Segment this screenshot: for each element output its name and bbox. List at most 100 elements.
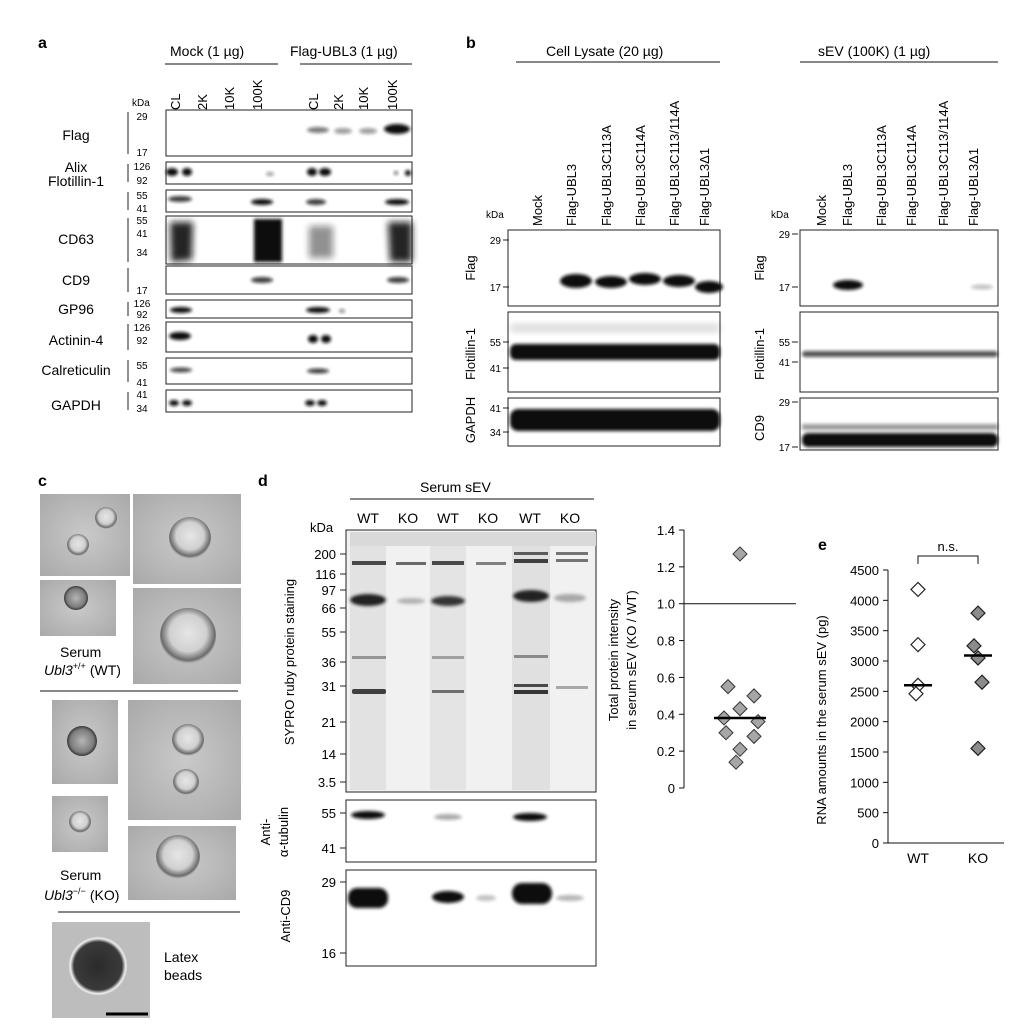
- panel-c-latex-line1: Latex: [164, 949, 198, 965]
- band-smear: [309, 226, 333, 258]
- band: [308, 335, 318, 343]
- kda-marker: 126: [134, 323, 151, 334]
- kda-marker: 31: [322, 679, 336, 694]
- band: [595, 276, 627, 288]
- em-vesicle: [95, 507, 117, 529]
- lane-label: 10K: [222, 87, 237, 110]
- y-tick-label: 1.4: [657, 523, 675, 538]
- panel-d-kda: kDa: [310, 520, 334, 535]
- chart-d-ylabel-1: Total protein intensity: [606, 598, 621, 721]
- lane-label: KO: [478, 510, 498, 526]
- panel-c-wt-sup: +/+: [73, 661, 86, 671]
- kda-marker: 200: [314, 547, 336, 562]
- band: [394, 171, 398, 175]
- em-vesicle: [173, 769, 199, 795]
- data-point: [966, 637, 982, 654]
- blot-row: [165, 321, 413, 353]
- lane-label: Flag-UBL3C113A: [874, 125, 889, 226]
- blot-row-label: Calreticulin: [41, 362, 110, 378]
- blot-row-label: Flag: [463, 255, 478, 280]
- panel-b: Cell Lysate (20 µg) sEV (100K) (1 µg) Mo…: [463, 43, 999, 454]
- band: [560, 274, 592, 288]
- band: [352, 561, 386, 565]
- band: [663, 275, 695, 287]
- chart-e: RNA amounts in the serum sEV (pg) 050010…: [814, 539, 1004, 866]
- band: [432, 891, 464, 903]
- band-smear: [170, 222, 193, 262]
- blot-row-label: Alix: [65, 159, 88, 175]
- band-faint: [802, 424, 998, 430]
- band: [166, 168, 178, 176]
- kda-marker: 41: [136, 390, 148, 401]
- data-point: [970, 650, 986, 666]
- blot-row-label: Flag: [62, 127, 89, 143]
- panel-b-bands: [510, 273, 998, 447]
- panel-d-group: Serum sEV: [420, 479, 491, 495]
- lane-label: WT: [357, 510, 379, 526]
- panel-a-kda: kDa: [132, 98, 150, 109]
- lane-label: 100K: [250, 79, 265, 110]
- band: [251, 199, 273, 205]
- panel-a-group-flag: Flag-UBL3 (1 µg): [290, 43, 398, 59]
- y-tick-label: 0: [872, 836, 879, 851]
- kda-marker: 66: [322, 601, 336, 616]
- kda-marker: 41: [490, 404, 502, 415]
- data-point: [732, 741, 748, 758]
- kda-marker: 55: [779, 338, 791, 349]
- kda-marker: 36: [322, 655, 336, 670]
- kda-marker: 55: [136, 216, 148, 227]
- lane-label: WT: [437, 510, 459, 526]
- data-point: [908, 685, 924, 702]
- x-category-label: WT: [907, 850, 929, 866]
- chart-d-axis: 00.20.40.60.81.01.21.4: [657, 523, 796, 796]
- significance-bracket: [917, 555, 979, 564]
- panel-c-wt-label: Ubl3+/+(WT): [44, 661, 121, 678]
- data-point: [718, 725, 734, 741]
- band: [802, 351, 998, 357]
- kda-marker: 17: [490, 283, 502, 294]
- band: [432, 656, 464, 659]
- blot-row-label: CD9: [752, 415, 767, 441]
- lane-label: Flag-UBL3Δ1: [966, 148, 981, 226]
- band: [396, 562, 426, 565]
- panel-b-kda-sev: kDa: [771, 210, 789, 221]
- kda-marker: 41: [779, 358, 791, 369]
- band: [513, 813, 547, 821]
- band: [387, 277, 409, 283]
- em-vesicle: [64, 586, 88, 610]
- data-point: [728, 754, 744, 770]
- band: [305, 400, 315, 406]
- lane-label: 2K: [331, 94, 346, 110]
- em-vesicle: [160, 608, 216, 664]
- band: [350, 594, 386, 606]
- kda-marker: 17: [136, 286, 148, 297]
- kda-marker: 29: [779, 398, 791, 409]
- blot-row: [165, 161, 413, 185]
- y-tick-label: 4500: [850, 563, 879, 578]
- data-point: [970, 740, 986, 757]
- data-point: [750, 713, 766, 730]
- y-tick-label: 2500: [850, 684, 879, 699]
- band-smear: [254, 219, 282, 262]
- band: [170, 367, 192, 373]
- sypro-label: SYPRO ruby protein staining: [282, 579, 297, 745]
- kda-marker: 55: [136, 191, 148, 202]
- chart-e-ylabel: RNA amounts in the serum sEV (pg): [814, 615, 829, 825]
- chart-d: Total protein intensity in serum sEV (KO…: [606, 523, 796, 796]
- cd9-label: Anti-CD9: [278, 890, 293, 943]
- band: [352, 689, 386, 694]
- band: [334, 128, 352, 134]
- blot-row-label: Flag: [752, 255, 767, 280]
- band: [514, 655, 548, 658]
- blot-row: [165, 265, 413, 295]
- cd9-bands: [348, 883, 584, 908]
- em-vesicle: [156, 835, 200, 879]
- kda-marker: 41: [490, 364, 502, 375]
- blot-row-label: Flotillin-1: [48, 173, 104, 189]
- band: [352, 656, 386, 659]
